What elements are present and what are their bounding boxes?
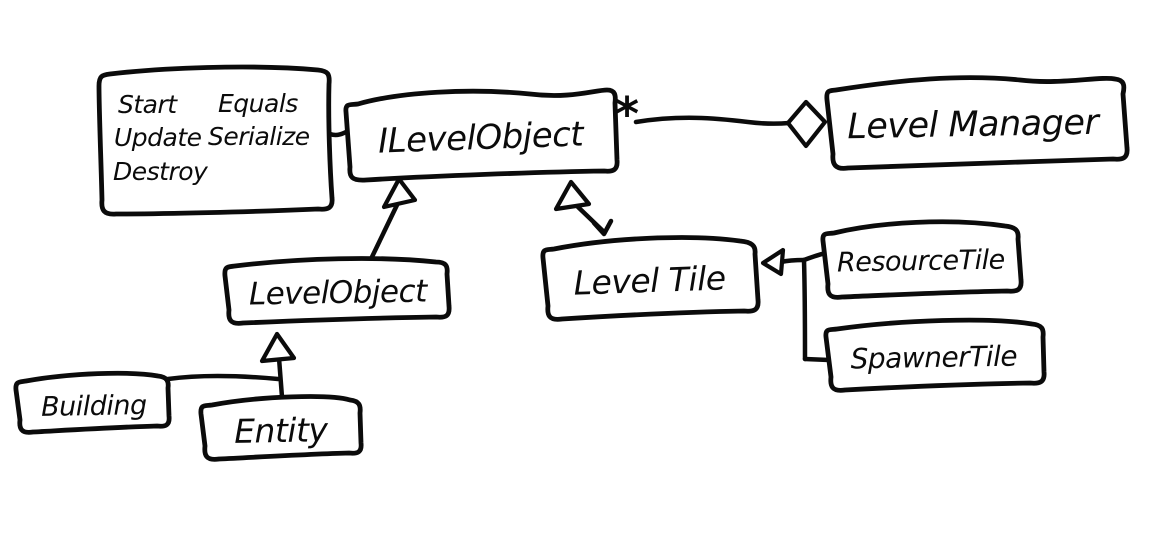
- aggregation-line: [633, 115, 792, 126]
- edge-aggregation-levelmanager: [633, 99, 828, 149]
- building-label: Building: [41, 390, 147, 423]
- node-spawnertile: SpawnerTile: [823, 317, 1047, 393]
- method-label-destroy: Destroy: [113, 157, 209, 186]
- methods-box-outline: [96, 64, 335, 217]
- inheritance-triangle-icon: [381, 176, 418, 210]
- resourcetile-box-outline: [820, 219, 1024, 300]
- arrowhead-icon: [591, 218, 614, 237]
- method-label-serialize: Serialize: [208, 122, 310, 151]
- spawnertile-label: SpawnerTile: [850, 340, 1017, 376]
- tiles-vertical-line: [801, 257, 808, 362]
- leveltile-box-outline: [540, 235, 761, 322]
- levelobject-box-outline: [222, 256, 452, 326]
- aggregation-multiplicity-label: *: [615, 87, 639, 141]
- ilevelobject-label: ILevelObject: [377, 114, 586, 161]
- inheritance-triangle-icon: [553, 179, 592, 212]
- building-horizontal-line: [165, 373, 281, 382]
- node-interface-methods: Start Update Destroy Equals Serialize: [96, 64, 335, 217]
- inheritance-triangle-icon: [760, 247, 786, 277]
- node-building: Building: [13, 370, 172, 435]
- node-levelmanager: Level Manager: [824, 75, 1130, 171]
- triangle-link-line: [778, 257, 807, 265]
- node-leveltile: Level Tile: [540, 235, 761, 322]
- levelmanager-label: Level Manager: [847, 103, 1102, 147]
- node-resourcetile: ResourceTile: [820, 219, 1024, 300]
- aggregation-diamond-icon: [785, 99, 828, 149]
- edge-inheritance-leveltile-to-ilevelobject: [553, 179, 614, 237]
- inheritance-triangle-icon: [259, 331, 297, 364]
- ilevelobject-box-outline: [343, 87, 620, 183]
- entity-box-outline: [198, 394, 364, 462]
- spawnertile-branch-line: [802, 356, 832, 363]
- method-label-equals: Equals: [218, 89, 298, 118]
- edge-inheritance-tiles-to-leveltile: [760, 247, 832, 363]
- inheritance-line: [368, 202, 400, 262]
- levelobject-label: LevelObject: [249, 273, 430, 312]
- edge-inheritance-levelobject-to-ilevelobject: [368, 176, 418, 262]
- resourcetile-label: ResourceTile: [837, 245, 1005, 279]
- leveltile-label: Level Tile: [573, 258, 726, 302]
- building-box-outline: [13, 370, 172, 435]
- levelmanager-box-outline: [824, 75, 1130, 171]
- method-label-start: Start: [118, 90, 178, 119]
- node-levelobject: LevelObject: [222, 256, 452, 326]
- node-entity: Entity: [198, 394, 364, 462]
- node-ilevelobject: ILevelObject *: [343, 87, 639, 183]
- entity-label: Entity: [234, 410, 329, 451]
- method-label-update: Update: [114, 123, 202, 152]
- edge-inheritance-building-entity-to-levelobject: [165, 331, 297, 400]
- spawnertile-box-outline: [823, 317, 1047, 393]
